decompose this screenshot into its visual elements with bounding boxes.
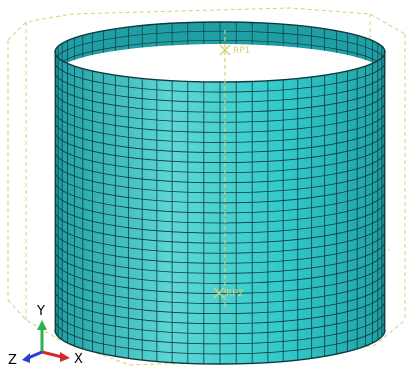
outer-mesh-ring (54, 151, 386, 184)
outer-mesh-ring (54, 200, 386, 234)
outer-mesh-ring (54, 230, 386, 264)
y-axis-arrow-icon (37, 320, 47, 352)
triad-y-label: Y (36, 304, 45, 319)
outer-mesh-ring (54, 300, 386, 335)
outer-mesh-ring (54, 190, 386, 224)
rp1-marker-icon (219, 44, 231, 56)
outer-mesh-ring (54, 310, 386, 345)
outer-mesh-ring (54, 61, 386, 93)
outer-mesh-ring (54, 250, 386, 284)
z-axis-arrow-icon (22, 350, 43, 363)
outer-mesh-ring (54, 121, 386, 153)
reference-point-rp2[interactable]: RP2 (213, 287, 243, 299)
outer-mesh-ring (54, 81, 386, 113)
outer-mesh-ring (54, 280, 386, 315)
triad-x-label: X (74, 352, 83, 367)
outer-mesh-ring (54, 91, 386, 123)
outer-mesh-ring (54, 220, 386, 254)
inner-mesh-ring (54, 30, 386, 62)
outer-mesh-ring (54, 210, 386, 244)
cylinder-mesh[interactable] (54, 21, 386, 365)
outer-mesh-ring (54, 181, 386, 214)
triad-z-label: Z (8, 353, 17, 368)
outer-mesh-ring (54, 101, 386, 133)
outer-mesh-ring (54, 161, 386, 194)
coordinate-triad: Y X Z (8, 304, 83, 368)
outer-mesh-ring (54, 290, 386, 325)
bottom-edge (54, 329, 386, 365)
outer-mesh-ring (54, 71, 386, 103)
outer-mesh-ring (54, 141, 386, 174)
outer-mesh-ring (54, 240, 386, 274)
outer-mesh-lines (54, 52, 386, 364)
rp1-label: RP1 (233, 46, 250, 56)
rp2-marker-icon (213, 287, 225, 299)
top-rim (54, 21, 386, 83)
reference-point-rp1[interactable]: RP1 (219, 44, 250, 56)
outer-mesh-ring (54, 320, 386, 355)
rp2-label: RP2 (226, 289, 243, 299)
outer-mesh-ring (54, 131, 386, 163)
outer-mesh-ring (54, 270, 386, 304)
inner-mesh-ring (54, 39, 386, 71)
outer-mesh-ring (54, 111, 386, 143)
x-axis-arrow-icon (41, 350, 70, 362)
outer-mesh-ring (54, 171, 386, 204)
